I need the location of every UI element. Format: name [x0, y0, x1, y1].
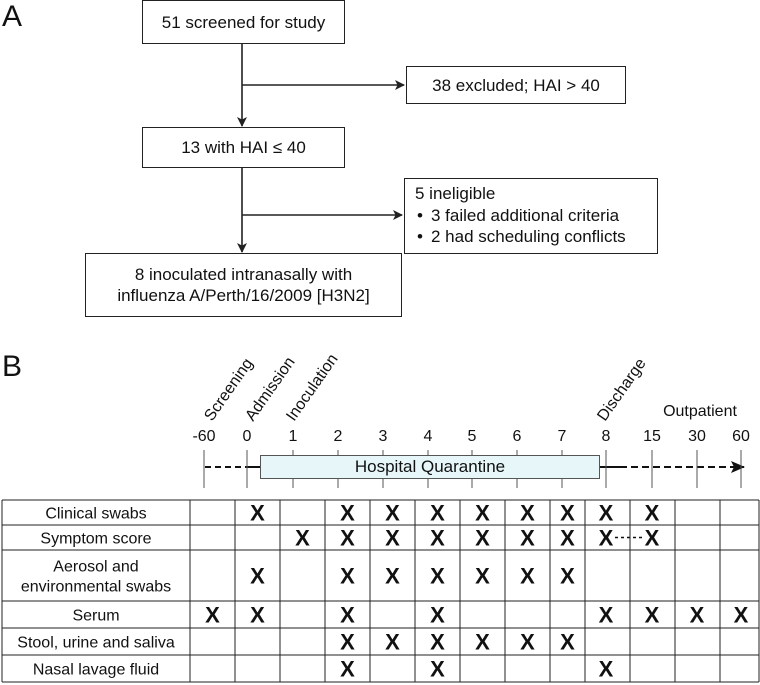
sample-mark: X — [340, 603, 355, 628]
table-row-label: environmental swabs — [21, 579, 171, 596]
day-tick-label: -60 — [192, 428, 215, 445]
ineligible-list: 3 failed additional criteria 2 had sched… — [415, 205, 647, 247]
sample-mark: X — [734, 603, 749, 628]
sample-mark: X — [645, 603, 660, 628]
sample-mark: X — [340, 564, 355, 589]
sample-mark: X — [475, 501, 490, 526]
sample-mark: X — [520, 526, 535, 551]
day-tick-label: 15 — [643, 428, 661, 445]
flow-arrows — [237, 43, 405, 253]
day-tick-label: 8 — [602, 428, 611, 445]
ineligible-item: 2 had scheduling conflicts — [415, 226, 647, 247]
sample-mark: X — [520, 501, 535, 526]
sample-mark: X — [645, 526, 660, 551]
sample-mark: X — [475, 630, 490, 655]
sample-mark: X — [340, 630, 355, 655]
phase-label: Discharge — [594, 355, 649, 424]
sample-mark: X — [560, 630, 575, 655]
sample-mark: X — [520, 564, 535, 589]
day-tick-label: 7 — [558, 428, 567, 445]
day-tick-label: 5 — [468, 428, 477, 445]
sample-mark: X — [560, 501, 575, 526]
ineligible-item: 3 failed additional criteria — [415, 205, 647, 226]
inoculated-box: 8 inoculated intranasally with influenza… — [85, 253, 402, 317]
sample-mark: X — [430, 603, 445, 628]
day-tick-label: 1 — [289, 428, 298, 445]
sample-mark: X — [599, 526, 614, 551]
table-row-label: Nasal lavage fluid — [33, 662, 159, 679]
table-row-label: Serum — [72, 608, 119, 625]
day-tick-label: 0 — [243, 428, 252, 445]
day-tick-label: 3 — [379, 428, 388, 445]
day-tick-label: 4 — [424, 428, 433, 445]
hospital-quarantine-bar: Hospital Quarantine — [260, 455, 600, 479]
ineligible-box: 5 ineligible 3 failed additional criteri… — [404, 178, 658, 254]
sample-mark: X — [340, 501, 355, 526]
sample-mark: X — [430, 501, 445, 526]
panel-a-label: A — [2, 0, 23, 33]
inoculated-line-2: influenza A/Perth/16/2009 [H3N2] — [117, 286, 370, 305]
sample-mark: X — [690, 603, 705, 628]
sample-mark: X — [250, 501, 265, 526]
sample-mark: X — [475, 564, 490, 589]
day-tick-label: 60 — [732, 428, 750, 445]
day-tick-label: 30 — [688, 428, 706, 445]
table-row-label: Symptom score — [40, 531, 151, 548]
table-row-label: Stool, urine and saliva — [17, 635, 175, 652]
sample-mark: X — [340, 526, 355, 551]
sample-mark: X — [430, 526, 445, 551]
table-row-label: Clinical swabs — [45, 506, 146, 523]
sample-mark: X — [430, 630, 445, 655]
sample-mark: X — [520, 630, 535, 655]
eligible-box: 13 with HAI ≤ 40 — [142, 127, 345, 168]
screened-box: 51 screened for study — [142, 0, 345, 44]
phase-label-outpatient: Outpatient — [663, 403, 737, 420]
sample-mark: X — [385, 501, 400, 526]
sample-mark: X — [295, 526, 310, 551]
inoculated-line-1: 8 inoculated intranasally with — [134, 265, 353, 284]
excluded-box: 38 excluded; HAI > 40 — [406, 66, 626, 104]
sample-mark: X — [475, 526, 490, 551]
sample-mark: X — [560, 564, 575, 589]
sample-mark: X — [599, 603, 614, 628]
table-row-label: Aerosol and — [53, 559, 138, 576]
sample-mark: X — [430, 657, 445, 682]
day-tick-label: 6 — [513, 428, 522, 445]
sample-mark: X — [385, 526, 400, 551]
sample-mark: X — [250, 603, 265, 628]
panel-b-label: B — [2, 350, 23, 383]
sample-mark: X — [645, 501, 660, 526]
sample-mark: X — [385, 564, 400, 589]
ineligible-title: 5 ineligible — [415, 184, 496, 203]
sample-mark: X — [250, 564, 265, 589]
sample-mark: X — [599, 501, 614, 526]
sample-mark: X — [385, 630, 400, 655]
sample-mark: X — [560, 526, 575, 551]
sample-mark: X — [599, 657, 614, 682]
hospital-quarantine-label: Hospital Quarantine — [354, 457, 506, 476]
day-tick-label: 2 — [334, 428, 343, 445]
sample-mark: X — [340, 657, 355, 682]
sample-mark: X — [430, 564, 445, 589]
sample-mark: X — [205, 603, 220, 628]
